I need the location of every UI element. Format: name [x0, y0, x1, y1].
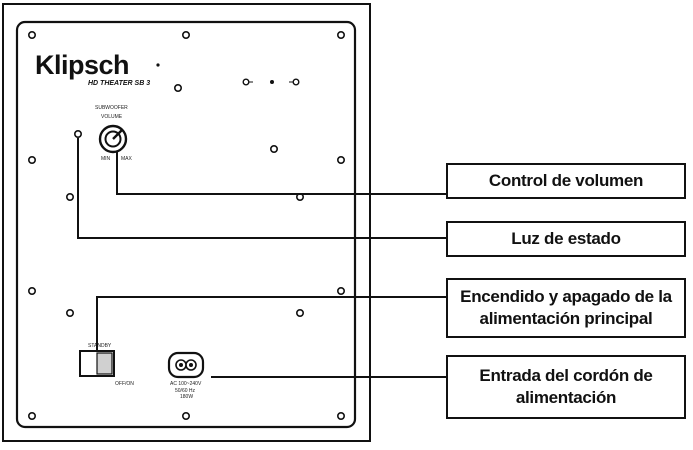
hole-center [270, 80, 274, 84]
screw [182, 30, 191, 39]
hole [242, 78, 250, 86]
power-input-sub1: 50/60 Hz [175, 388, 196, 394]
leader-power-switch [96, 296, 447, 351]
callout-label: Luz de estado [511, 229, 621, 248]
screw [336, 411, 345, 420]
callout-main-power: Encendido y apagado de la alimentación p… [446, 278, 686, 338]
leader-status [77, 138, 447, 239]
callout-label: Entrada del cordón de alimentación [479, 366, 653, 407]
knob-max-label: MAX [121, 156, 133, 162]
screw [336, 286, 345, 295]
screw [174, 84, 183, 93]
knob-min-label: MIN [101, 156, 111, 162]
screw [336, 30, 345, 39]
logo-dot [156, 63, 160, 67]
screw [66, 308, 75, 317]
switch-label-top: STANDBY [88, 343, 112, 349]
callout-power-cord-input: Entrada del cordón de alimentación [446, 355, 686, 419]
callout-label: Encendido y apagado de la alimentación p… [460, 287, 672, 328]
brand-logo: Klipsch [35, 50, 129, 80]
knob-label-top: SUBWOOFER [95, 105, 128, 111]
screw [27, 411, 36, 420]
screw [27, 30, 36, 39]
power-pin [179, 363, 183, 367]
power-input-label: AC 100~240V [170, 381, 202, 387]
power-input-sub2: 180W [180, 394, 193, 400]
callout-status-light: Luz de estado [446, 221, 686, 257]
volume-knob-pointer [112, 129, 123, 140]
connector-holes [242, 78, 300, 86]
screw [66, 193, 75, 202]
switch-label-bottom: OFF/ON [115, 381, 134, 387]
hole [292, 78, 300, 86]
callout-label: Control de volumen [488, 171, 644, 190]
power-switch-rocker [96, 352, 113, 375]
screw [27, 286, 36, 295]
screw [269, 145, 278, 154]
power-input-shape [175, 359, 197, 371]
screw [27, 156, 36, 165]
rear-panel-plate [15, 20, 357, 429]
panel-screws [27, 30, 345, 420]
screw [182, 411, 191, 420]
screw [74, 130, 83, 139]
screw [336, 156, 345, 165]
screw [295, 308, 304, 317]
power-pin [189, 363, 193, 367]
knob-label-top2: VOLUME [101, 114, 123, 120]
callout-volume-control: Control de volumen [446, 163, 686, 199]
model-label: HD THEATER SB 3 [88, 80, 150, 87]
